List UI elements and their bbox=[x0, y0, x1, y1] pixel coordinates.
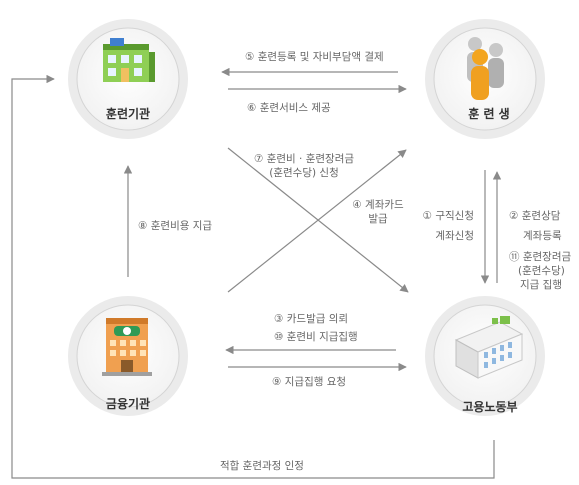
node-label-financial-institution: 금융기관 bbox=[106, 396, 150, 411]
node-training-institution: 훈련기관 bbox=[68, 19, 188, 139]
people-icon bbox=[467, 37, 504, 100]
label-step-5: ⑤ 훈련등록 및 자비부담액 결제 bbox=[245, 50, 384, 63]
node-label-training-institution: 훈련기관 bbox=[106, 106, 150, 121]
arrow-card-issuance bbox=[227, 149, 407, 293]
bank-building-icon bbox=[102, 318, 152, 376]
label-step-11-line2: (훈련수당) bbox=[518, 264, 565, 277]
label-step-9: ⑨ 지급집행 요청 bbox=[272, 376, 346, 388]
label-step-10: ⑩ 훈련비 지급집행 bbox=[274, 330, 358, 343]
node-financial-institution: 금융기관 bbox=[68, 296, 188, 416]
node-label-trainee: 훈 련 생 bbox=[468, 106, 509, 121]
label-step-6: ⑥ 훈련서비스 제공 bbox=[247, 101, 331, 114]
label-step-4-line2: 발급 bbox=[368, 213, 388, 225]
label-course-approval: 적합 훈련과정 인정 bbox=[220, 459, 304, 472]
label-step-7-line2: (훈련수당) 신청 bbox=[269, 166, 339, 179]
label-step-11-line1: ⑪ 훈련장려금 bbox=[509, 250, 571, 263]
label-step-1-line1: ① 구직신청 bbox=[423, 210, 474, 222]
school-building-icon bbox=[103, 38, 155, 82]
label-step-3: ③ 카드발급 의뢰 bbox=[274, 313, 348, 325]
node-ministry-of-labor: 고용노동부 bbox=[425, 296, 545, 416]
label-step-1-line2: 계좌신청 bbox=[435, 230, 474, 242]
label-step-7-line1: ⑦ 훈련비 · 훈련장려금 bbox=[254, 152, 354, 165]
node-label-ministry-of-labor: 고용노동부 bbox=[462, 399, 517, 414]
arrow-course-approval bbox=[11, 74, 495, 479]
label-step-11-line3: 지급 집행 bbox=[520, 279, 562, 291]
label-step-2-line2: 계좌등록 bbox=[523, 230, 562, 242]
label-step-4-line1: ④ 계좌카드 bbox=[352, 199, 404, 211]
label-step-2-line1: ② 훈련상담 bbox=[509, 209, 561, 222]
node-trainee: 훈 련 생 bbox=[425, 19, 545, 139]
label-step-8: ⑧ 훈련비용 지급 bbox=[138, 219, 212, 232]
government-building-icon bbox=[454, 316, 524, 379]
